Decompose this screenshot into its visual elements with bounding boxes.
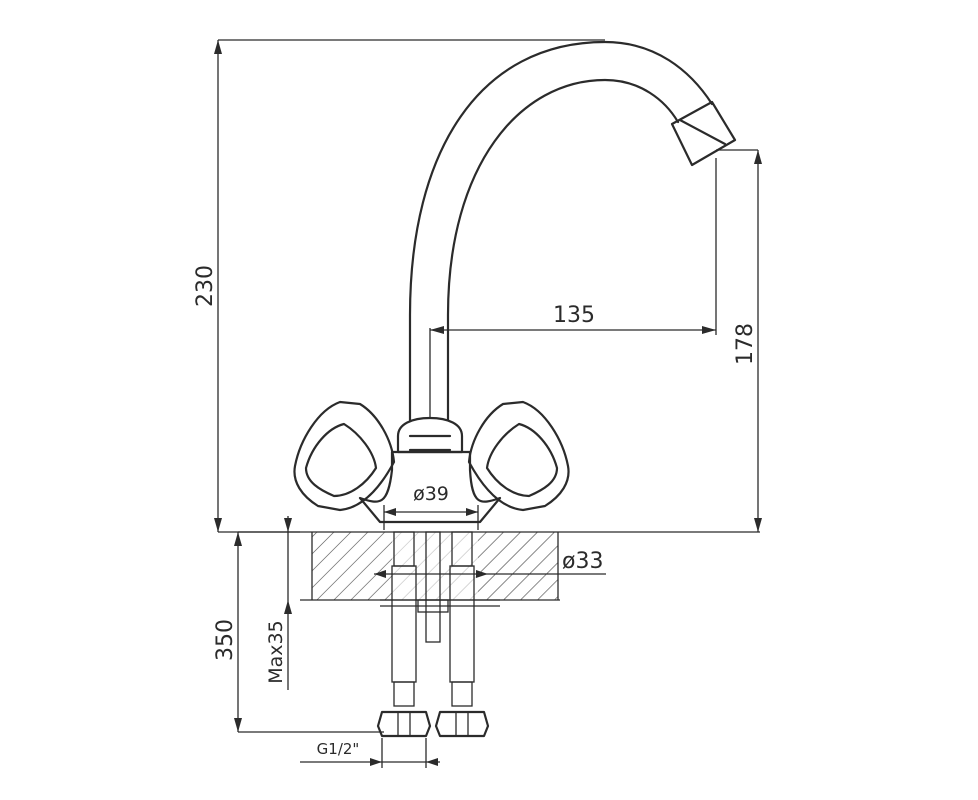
dim-thread-label: G1/2" [317, 740, 360, 758]
spout-collar [396, 416, 464, 454]
dim-spout-reach-label: 135 [553, 303, 595, 328]
dim-max-thickness-label: Max35 [265, 620, 287, 683]
dim-spout-reach: 135 [429, 158, 717, 418]
dim-total-height-label: 230 [193, 265, 218, 307]
dim-spout-height: 178 [716, 149, 762, 532]
mixer-body [358, 450, 502, 524]
dim-total-with-hoses: 350 [213, 531, 384, 733]
right-handle [467, 400, 570, 512]
dim-max-thickness: Max35 [265, 516, 292, 690]
left-hose [376, 531, 432, 738]
dim-thread: G1/2" [300, 738, 440, 768]
countertop-section [300, 531, 760, 601]
dim-total-height: 230 [193, 39, 605, 533]
dim-spout-height-label: 178 [733, 323, 758, 365]
dim-base-diameter: ø39 [383, 483, 479, 530]
dim-base-diameter-label: ø39 [413, 483, 449, 505]
mounting-stud [380, 531, 500, 643]
left-handle [293, 400, 396, 512]
spout [408, 40, 737, 422]
dim-hole-diameter-label: ø33 [562, 549, 603, 574]
dim-total-with-hoses-label: 350 [213, 619, 238, 661]
right-hose [434, 531, 490, 738]
dim-hole-diameter: ø33 [374, 549, 606, 578]
